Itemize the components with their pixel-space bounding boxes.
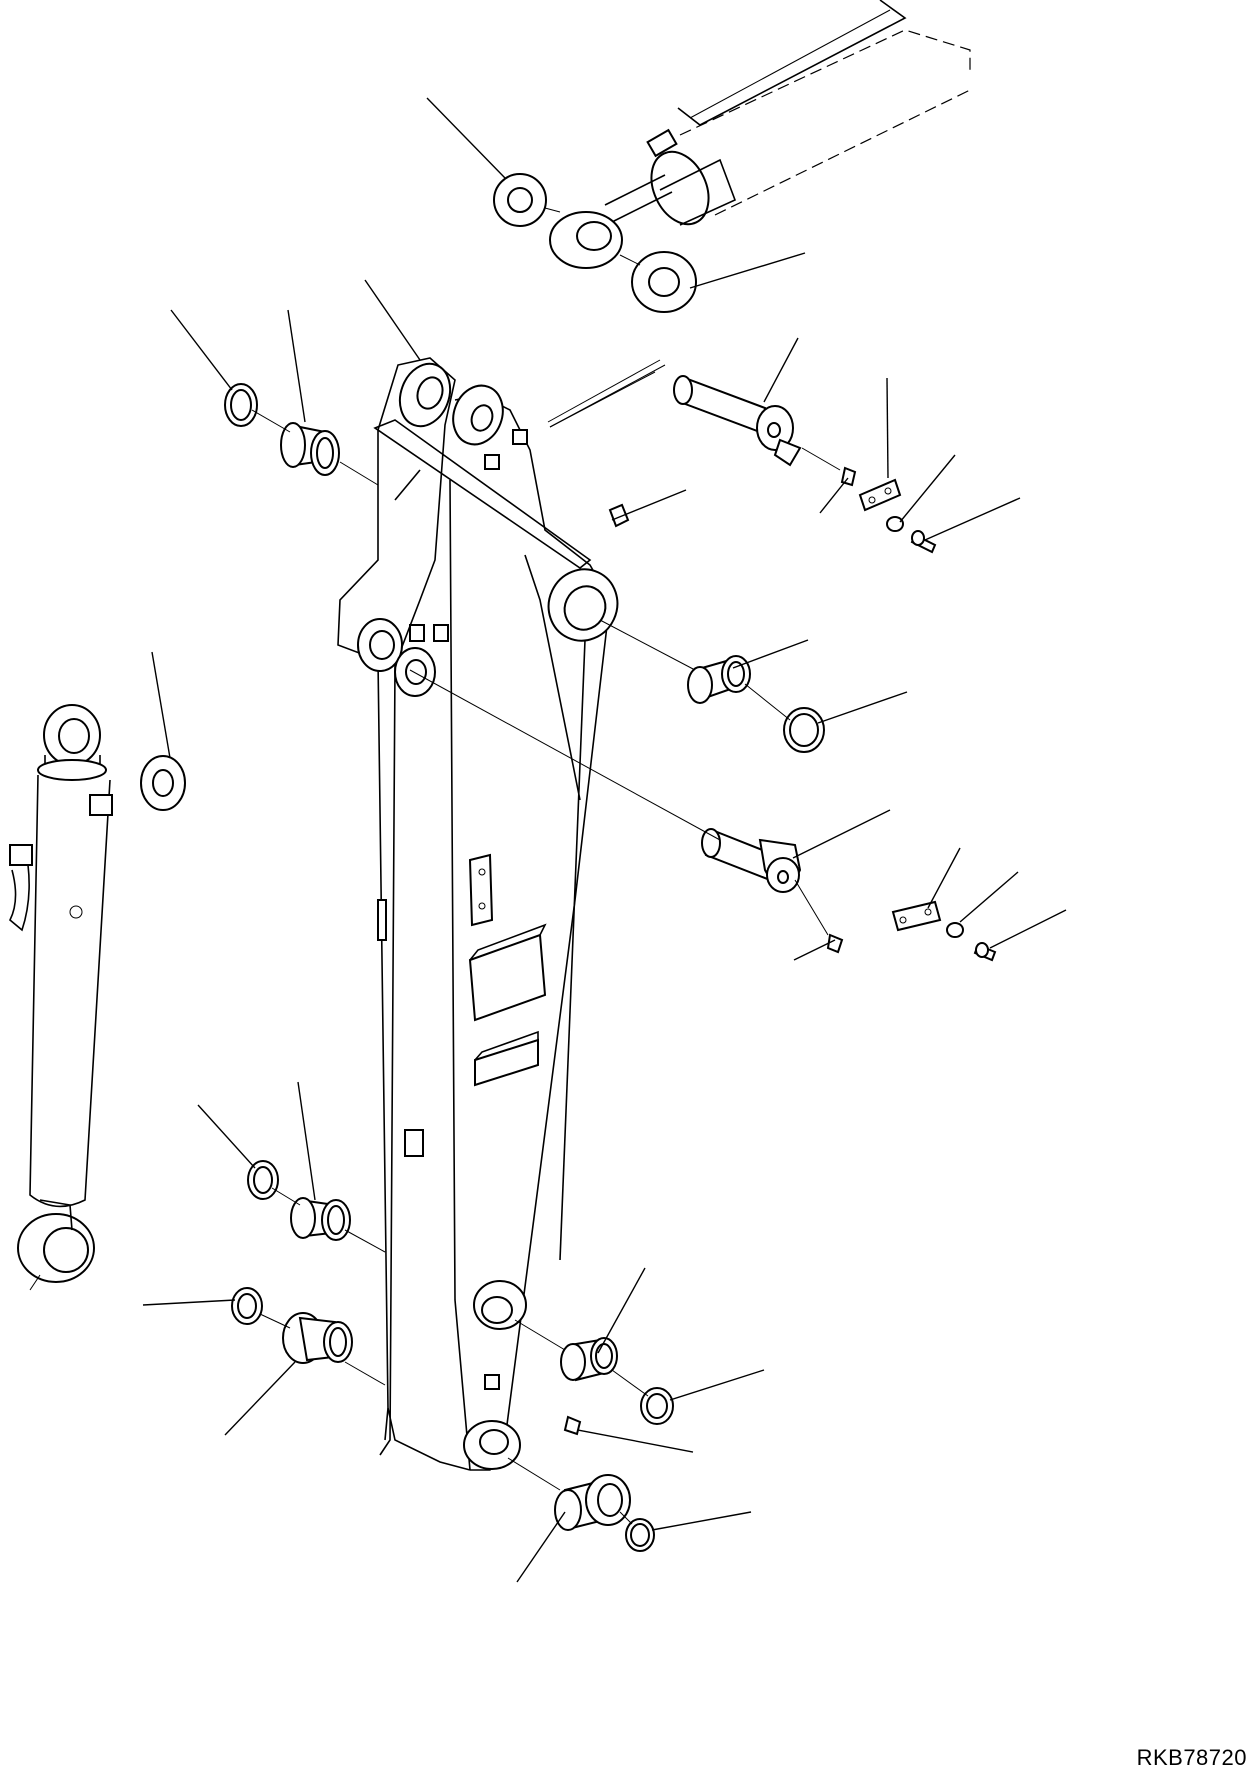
- lock-plate: [891, 900, 942, 932]
- pin-upper: [673, 375, 802, 467]
- assembly-axes: [251, 359, 841, 1525]
- drawing-code-label: RKB78720: [1136, 1745, 1247, 1770]
- flanged-bushing-lower-right: [554, 1474, 631, 1531]
- arm-body: [337, 357, 619, 1471]
- bucket-cylinder: [9, 704, 113, 1291]
- leader-lines: [142, 97, 1067, 1583]
- bushing-lower-left: [290, 1197, 351, 1241]
- flanged-bushing-lower-left: [282, 1312, 353, 1364]
- bushing-top-left: [280, 422, 340, 476]
- boom-cylinder-top: [493, 0, 971, 313]
- bushing-lower-right: [560, 1337, 618, 1382]
- lock-plate: [858, 478, 902, 512]
- pin-lower: [701, 828, 802, 893]
- bushing-front: [687, 655, 751, 704]
